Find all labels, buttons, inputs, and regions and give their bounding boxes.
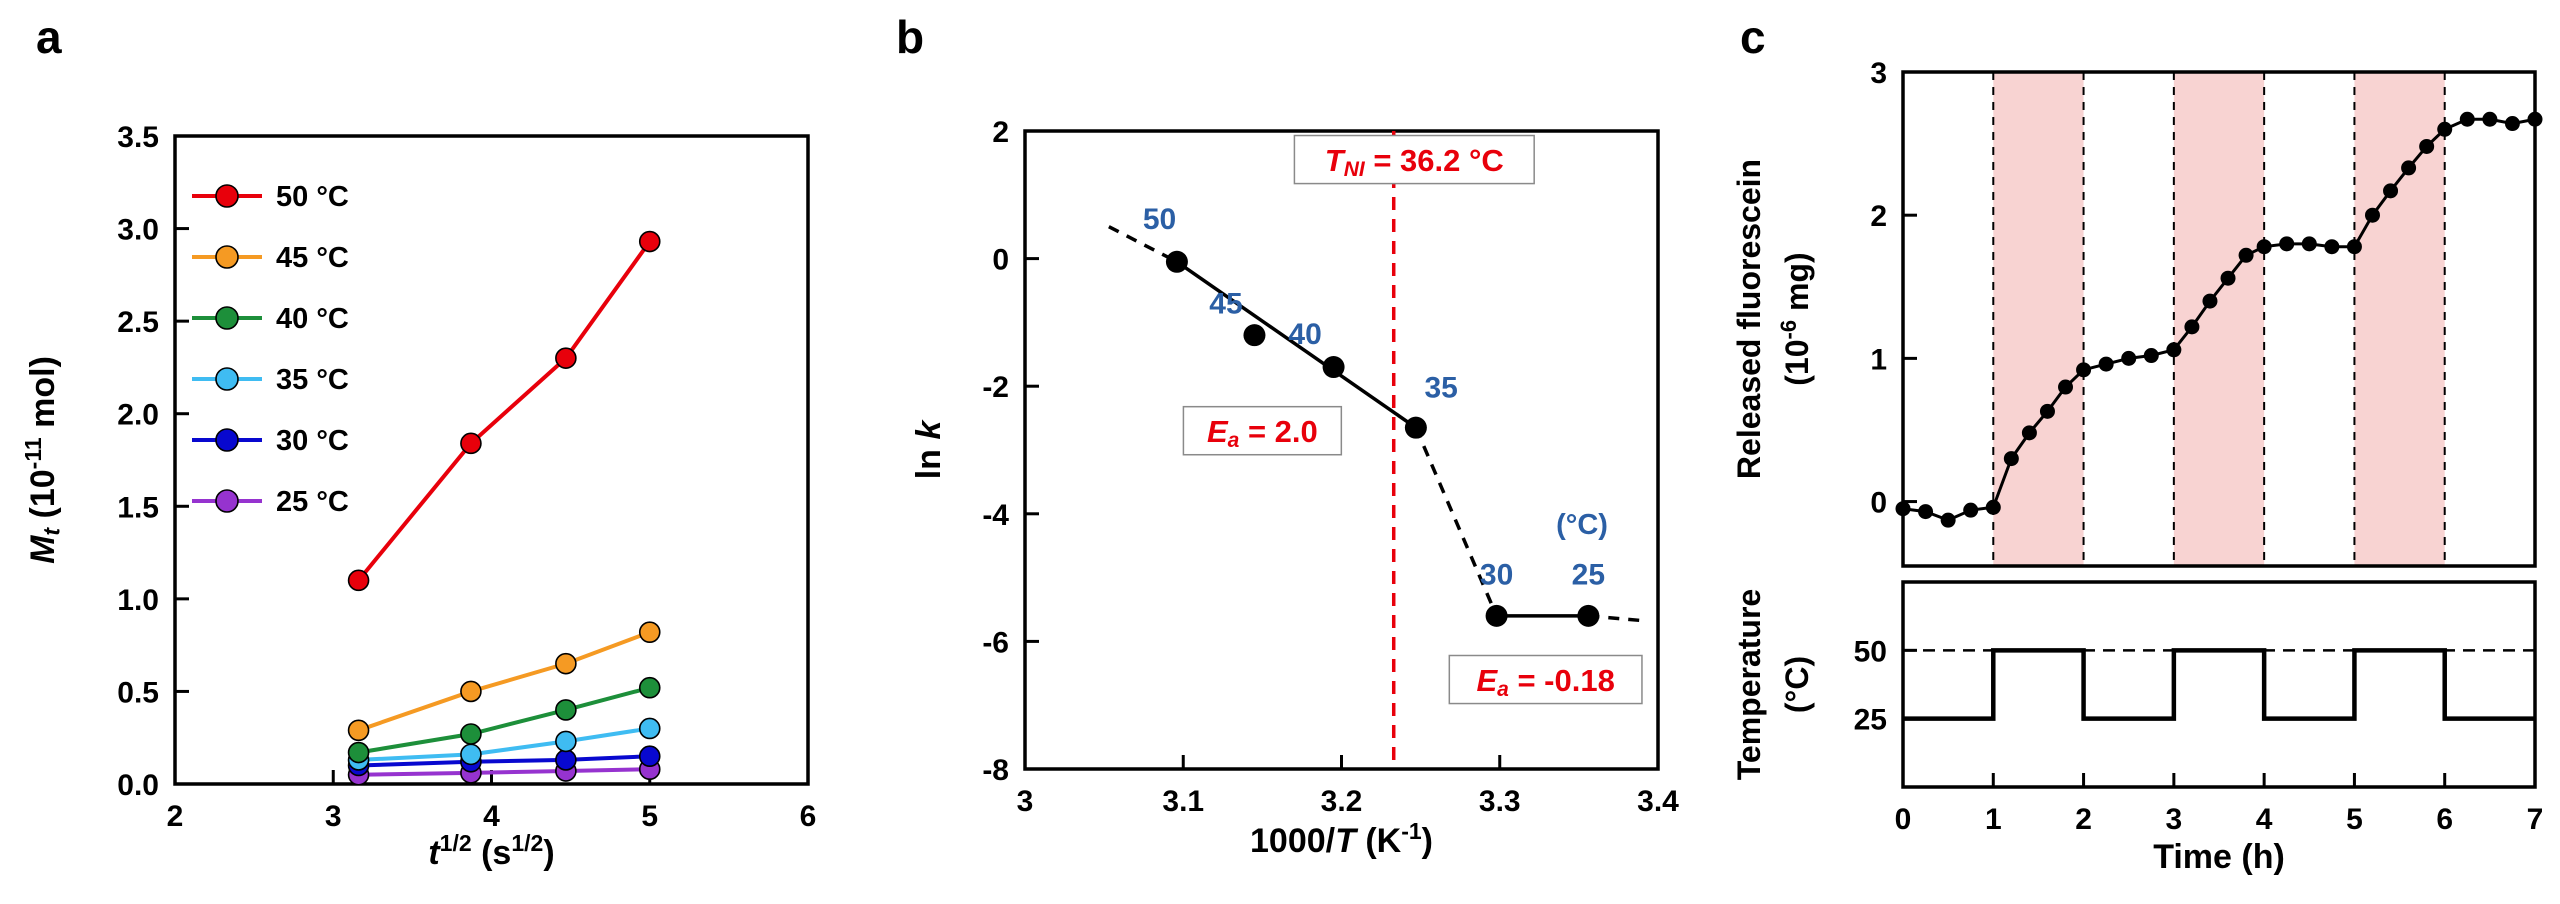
svg-text:5: 5 — [641, 800, 658, 833]
svg-text:ln k: ln k — [910, 419, 948, 480]
svg-text:-6: -6 — [982, 626, 1009, 659]
svg-text:Temperature: Temperature — [1731, 589, 1767, 780]
svg-text:0.0: 0.0 — [117, 769, 159, 802]
svg-text:3.4: 3.4 — [1637, 785, 1679, 818]
svg-text:40: 40 — [1288, 318, 1321, 351]
svg-text:Ea = 2.0: Ea = 2.0 — [1207, 414, 1318, 452]
svg-text:4: 4 — [2256, 803, 2273, 836]
svg-text:1.0: 1.0 — [117, 584, 159, 617]
panel-a-label: a — [36, 11, 62, 63]
svg-text:45: 45 — [1209, 287, 1242, 320]
svg-text:6: 6 — [800, 800, 817, 833]
svg-text:2: 2 — [167, 800, 184, 833]
svg-text:3: 3 — [2166, 803, 2183, 836]
svg-text:-2: -2 — [982, 371, 1009, 404]
svg-text:0.5: 0.5 — [117, 676, 159, 709]
svg-text:6: 6 — [2436, 803, 2453, 836]
svg-text:0: 0 — [1895, 803, 1912, 836]
svg-text:40 °C: 40 °C — [276, 303, 349, 335]
svg-text:30 °C: 30 °C — [276, 425, 349, 457]
svg-text:3.2: 3.2 — [1321, 785, 1363, 818]
svg-text:-4: -4 — [982, 499, 1009, 532]
svg-text:2: 2 — [2075, 803, 2092, 836]
svg-text:0: 0 — [992, 244, 1009, 277]
panel-c-label: c — [1740, 11, 1766, 63]
svg-text:25: 25 — [1854, 704, 1887, 737]
svg-text:Ea = -0.18: Ea = -0.18 — [1476, 663, 1614, 701]
svg-text:Released fluorescein: Released fluorescein — [1731, 159, 1767, 479]
svg-text:2.5: 2.5 — [117, 306, 159, 339]
svg-text:TNI = 36.2 °C: TNI = 36.2 °C — [1325, 143, 1504, 181]
svg-text:(°C): (°C) — [1556, 509, 1608, 541]
svg-text:2: 2 — [992, 116, 1009, 149]
svg-text:35: 35 — [1425, 371, 1458, 404]
svg-text:7: 7 — [2527, 803, 2544, 836]
svg-text:1000/T (K-1): 1000/T (K-1) — [1250, 818, 1433, 860]
panel-b: b 3 3.1 3.2 3.3 3.4 2 0 -2 -4 -6 -8 50 45 40 35 30 25 TNI… — [880, 0, 1720, 904]
svg-text:25: 25 — [1572, 558, 1605, 591]
svg-text:3: 3 — [325, 800, 342, 833]
svg-text:0: 0 — [1870, 487, 1887, 520]
svg-text:-8: -8 — [982, 754, 1009, 787]
svg-text:3.5: 3.5 — [117, 121, 159, 154]
svg-text:(°C): (°C) — [1779, 656, 1815, 713]
panel-b-label: b — [896, 11, 925, 63]
svg-text:(10-6 mg): (10-6 mg) — [1776, 252, 1815, 385]
svg-text:45 °C: 45 °C — [276, 242, 349, 274]
svg-text:1: 1 — [1870, 343, 1887, 376]
svg-text:1: 1 — [1985, 803, 2002, 836]
svg-text:25 °C: 25 °C — [276, 486, 349, 518]
svg-text:2.0: 2.0 — [117, 399, 159, 432]
svg-text:1.5: 1.5 — [117, 491, 159, 524]
svg-text:4: 4 — [483, 800, 500, 833]
svg-text:Time (h): Time (h) — [2153, 838, 2285, 876]
svg-text:3: 3 — [1870, 57, 1887, 90]
panel-a-chart: 2 3 4 5 6 0.0 0.5 1.0 1.5 2.0 2.5 3.0 3.5 50 °C 45 °C 4… — [20, 121, 817, 872]
svg-text:50 °C: 50 °C — [276, 181, 349, 213]
panel-a: a 2 3 4 5 6 0.0 0.5 1.0 1.5 2.0 2.5 3.0 3.5 50 °C 45 °… — [0, 0, 880, 904]
svg-text:t1/2 (s1/2): t1/2 (s1/2) — [428, 830, 554, 872]
svg-text:2: 2 — [1870, 200, 1887, 233]
svg-text:3.3: 3.3 — [1479, 785, 1521, 818]
svg-text:35 °C: 35 °C — [276, 364, 349, 396]
svg-text:3.1: 3.1 — [1162, 785, 1204, 818]
svg-text:5: 5 — [2346, 803, 2363, 836]
panel-b-chart: 3 3.1 3.2 3.3 3.4 2 0 -2 -4 -6 -8 50 45 40 35 30 25 TNI =… — [910, 116, 1679, 860]
svg-text:50: 50 — [1143, 203, 1176, 236]
svg-text:3: 3 — [1017, 785, 1034, 818]
svg-text:30: 30 — [1480, 558, 1513, 591]
svg-text:3.0: 3.0 — [117, 214, 159, 247]
svg-text:50: 50 — [1854, 635, 1887, 668]
svg-text:Mt (10-11 mol): Mt (10-11 mol) — [20, 356, 64, 564]
